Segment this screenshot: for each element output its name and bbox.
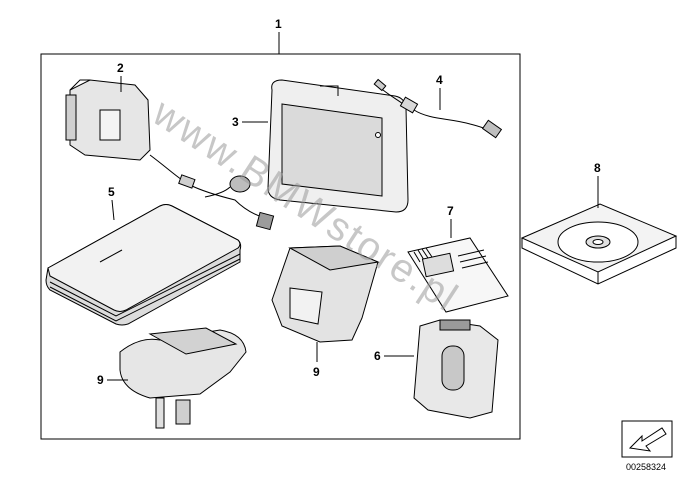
base-mount-part	[119, 327, 247, 429]
label-manual: 7	[447, 204, 454, 218]
mount-adapter-part	[271, 245, 380, 343]
label-holder: 6	[374, 349, 381, 363]
arrow-icon	[621, 420, 673, 458]
cd-part	[520, 203, 678, 285]
label-navigator: 3	[232, 115, 239, 129]
cradle-part	[65, 79, 275, 231]
usb-cable-part	[373, 78, 503, 139]
label-usb-cable: 4	[436, 73, 443, 87]
label-mount-b: 9	[313, 365, 320, 379]
case-part	[45, 204, 242, 326]
leader-case	[111, 199, 115, 221]
holder-part	[413, 319, 499, 419]
manual-part	[407, 237, 509, 313]
catalog-code: 00258324	[626, 462, 666, 472]
label-set: 1	[275, 17, 282, 31]
parts-frame	[40, 53, 521, 440]
label-cd: 8	[594, 161, 601, 175]
label-cradle: 2	[117, 61, 124, 75]
navigator-part	[267, 79, 409, 213]
label-mount-a: 9	[97, 373, 104, 387]
label-case: 5	[108, 185, 115, 199]
